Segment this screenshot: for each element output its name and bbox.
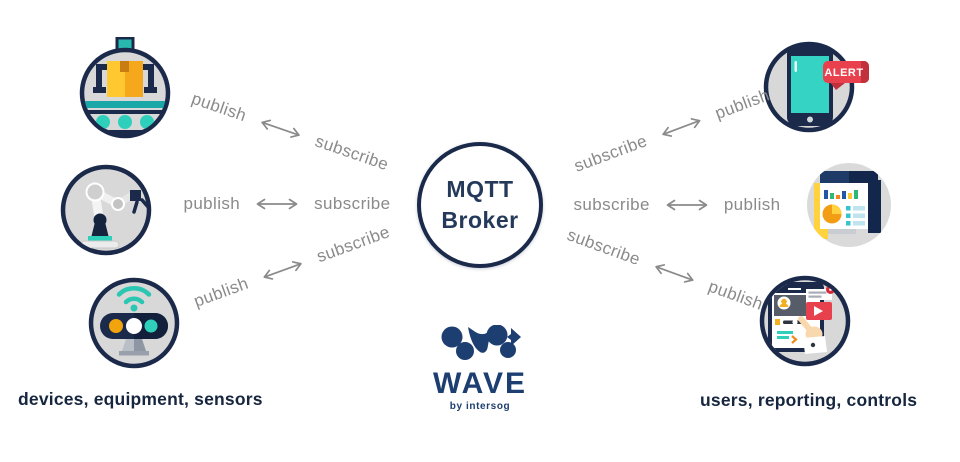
- subscribe-label: subscribe: [573, 195, 650, 214]
- wave-byline: by intersog: [449, 401, 511, 412]
- robot-arm-graphic: [60, 164, 152, 256]
- publish-label: publish: [705, 276, 766, 314]
- alert-badge-label: ALERT: [824, 67, 863, 79]
- iot-sensor-icon: [86, 275, 182, 376]
- publish-label: publish: [183, 194, 241, 213]
- broker-line1: MQTT: [446, 175, 514, 202]
- connection-left-top: publish subscribe: [177, 83, 402, 181]
- subscribe-label: subscribe: [314, 222, 393, 267]
- dashboard-graphic: [807, 163, 891, 247]
- double-arrow-icon: [655, 264, 694, 283]
- wave-logo-mark: [441, 324, 521, 360]
- phone-alert-graphic: ALERT: [763, 41, 869, 133]
- iot-sensor-graphic: [88, 277, 180, 369]
- double-arrow-icon: [666, 199, 708, 211]
- mqtt-broker-label: MQTT Broker: [441, 174, 518, 236]
- double-arrow-icon: [263, 261, 302, 280]
- user-controls-icon: [758, 274, 854, 375]
- connection-right-top: subscribe publish: [560, 79, 784, 182]
- caption-devices: devices, equipment, sensors: [18, 389, 263, 409]
- double-arrow-icon: [256, 198, 298, 210]
- connection-right-middle: subscribe publish: [562, 193, 792, 217]
- factory-machine-icon: [77, 36, 173, 144]
- factory-machine-graphic: [79, 36, 171, 139]
- double-arrow-icon: [662, 118, 701, 138]
- dashboard-icon: [806, 162, 892, 253]
- robot-arm-icon: [58, 162, 154, 263]
- subscribe-label: subscribe: [314, 194, 391, 213]
- subscribe-label: subscribe: [312, 131, 392, 175]
- alert-badge: ALERT: [823, 61, 869, 90]
- connection-left-middle: publish subscribe: [172, 192, 402, 216]
- connection-right-bottom: subscribe publish: [553, 219, 777, 320]
- phone-alert-icon: ALERT: [763, 41, 875, 142]
- subscribe-label: subscribe: [571, 131, 650, 176]
- connection-left-bottom: publish subscribe: [180, 216, 404, 317]
- wave-logo: WAVE by intersog: [405, 324, 555, 412]
- publish-label: publish: [189, 88, 249, 126]
- publish-label: publish: [723, 195, 781, 214]
- wave-wordmark: WAVE: [432, 367, 528, 400]
- caption-users: users, reporting, controls: [700, 390, 918, 410]
- mqtt-broker-node: MQTT Broker: [417, 142, 543, 268]
- double-arrow-icon: [261, 119, 300, 138]
- user-controls-graphic: [759, 275, 851, 367]
- publish-label: publish: [191, 273, 252, 311]
- broker-line2: Broker: [441, 207, 519, 233]
- subscribe-label: subscribe: [564, 225, 643, 270]
